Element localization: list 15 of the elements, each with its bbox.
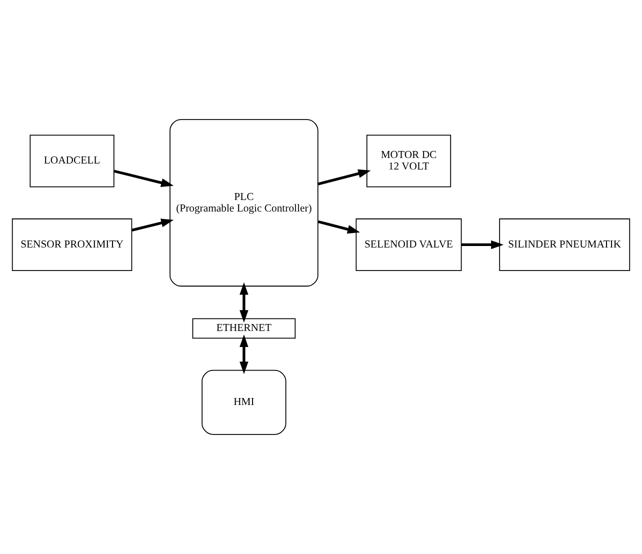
node-box: ETHERNET [192, 318, 296, 339]
node-box: HMI [202, 370, 286, 435]
node-box: PLC (Programable Logic Controller) [170, 119, 318, 287]
arrow [240, 282, 248, 323]
arrow [461, 240, 504, 250]
arrow [240, 334, 248, 374]
node-box: SELENOID VALVE [356, 218, 462, 271]
arrow [132, 218, 174, 232]
arrow [114, 170, 174, 188]
node-box: MOTOR DC 12 VOLT [366, 134, 452, 188]
node-box: SILINDER PNEUMATIK [499, 218, 630, 271]
arrow [318, 220, 360, 234]
arrow [318, 169, 371, 186]
node-box: SENSOR PROXIMITY [12, 218, 132, 271]
node-box: LOADCELL [30, 134, 114, 188]
